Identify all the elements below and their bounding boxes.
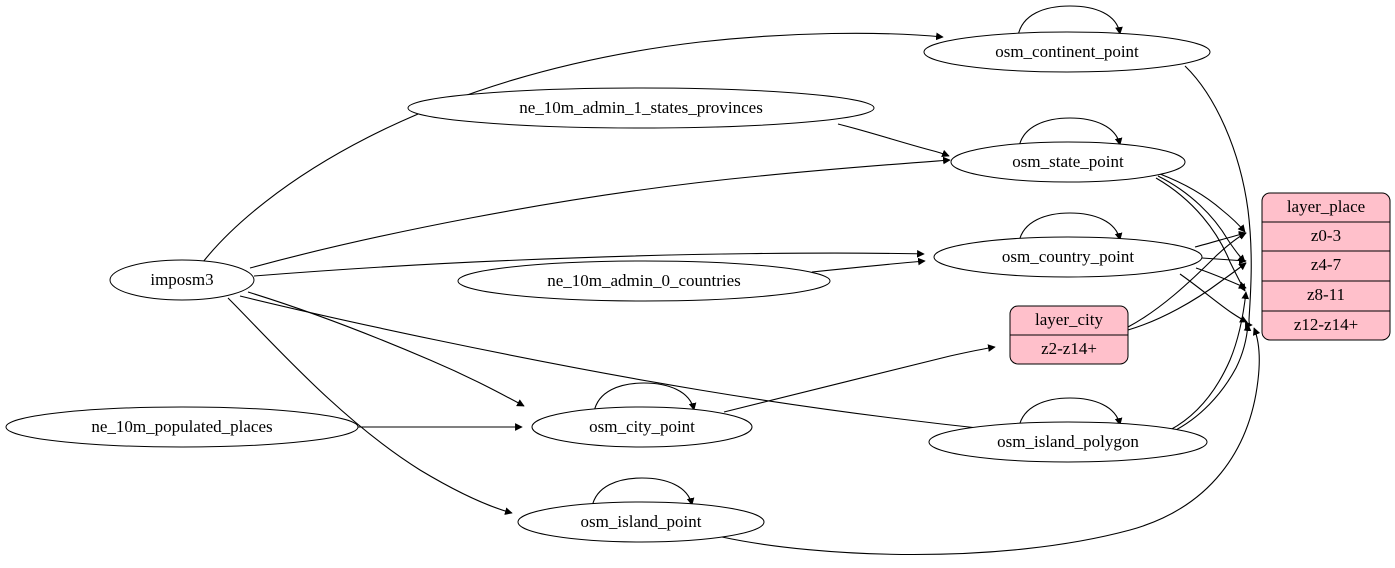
node-label-osm-continent-point: osm_continent_point bbox=[995, 42, 1139, 61]
node-shape-ne-populated[interactable] bbox=[5, 406, 359, 448]
node-shape-imposm3[interactable] bbox=[109, 259, 255, 301]
node-shape-osm-continent-point[interactable] bbox=[923, 31, 1211, 73]
layer-place-row-z8-11[interactable]: z8-11 bbox=[1307, 285, 1345, 304]
edge-osm-country-point-to-layer-place-z12 bbox=[1179, 273, 1248, 323]
node-osm-country-point[interactable]: osm_country_point bbox=[933, 236, 1203, 278]
edge-layer-city-to-layer-place-z0 bbox=[1127, 232, 1247, 328]
node-label-ne-states: ne_10m_admin_1_states_provinces bbox=[519, 98, 763, 117]
layer-city-title: layer_city bbox=[1035, 310, 1103, 329]
node-ne-10m-admin-0-countries[interactable]: ne_10m_admin_0_countries bbox=[457, 260, 831, 302]
edge-imposm3-to-osm-island-polygon bbox=[239, 295, 997, 434]
node-label-osm-island-polygon: osm_island_polygon bbox=[997, 432, 1139, 451]
node-shape-layer-place[interactable] bbox=[1261, 192, 1391, 341]
edge-self-loop-osm-island-polygon bbox=[1018, 397, 1123, 428]
layer-place-row-z12-z14[interactable]: z12-z14+ bbox=[1294, 315, 1358, 334]
node-osm-city-point[interactable]: osm_city_point bbox=[531, 406, 753, 448]
node-imposm3[interactable]: imposm3 bbox=[109, 259, 255, 301]
node-label-osm-city-point: osm_city_point bbox=[589, 417, 695, 436]
node-label-osm-island-point: osm_island_point bbox=[581, 512, 702, 531]
node-osm-island-point[interactable]: osm_island_point bbox=[517, 501, 765, 543]
node-ne-10m-populated-places[interactable]: ne_10m_populated_places bbox=[5, 406, 359, 448]
node-shape-ne-states[interactable] bbox=[407, 87, 875, 129]
node-label-osm-country-point: osm_country_point bbox=[1002, 247, 1134, 266]
edge-osm-country-point-to-layer-place-z4 bbox=[1201, 256, 1247, 265]
edge-imposm3-to-osm-continent-point bbox=[202, 32, 944, 263]
edge-osm-island-polygon-to-layer-place-z8 bbox=[1169, 291, 1250, 431]
node-osm-state-point[interactable]: osm_state_point bbox=[950, 141, 1186, 183]
node-label-imposm3: imposm3 bbox=[150, 270, 213, 289]
edge-osm-state-point-to-layer-place-z0 bbox=[1159, 173, 1246, 233]
node-layer-place[interactable]: layer_place z0-3 z4-7 z8-11 z12-z14+ bbox=[1261, 192, 1391, 341]
edge-imposm3-to-osm-country-point bbox=[253, 249, 925, 277]
layer-place-title: layer_place bbox=[1287, 197, 1365, 216]
edge-ne-states-to-osm-state-point bbox=[837, 123, 950, 158]
edge-self-loop-osm-state-point bbox=[1018, 117, 1123, 148]
edge-ne-countries-to-osm-country-point bbox=[811, 257, 926, 273]
edge-osm-country-point-to-layer-place-z0 bbox=[1194, 230, 1247, 248]
edge-osm-island-point-to-layer-place-z12 bbox=[721, 327, 1261, 556]
edge-imposm3-to-osm-island-point bbox=[227, 297, 513, 515]
node-layer: imposm3 ne_10m_admin_1_states_provinces … bbox=[5, 31, 1391, 543]
node-label-osm-state-point: osm_state_point bbox=[1012, 152, 1124, 171]
node-shape-osm-island-polygon[interactable] bbox=[928, 421, 1208, 463]
edge-self-loop-osm-continent-point bbox=[1017, 5, 1123, 37]
edge-osm-country-point-to-layer-place-z8 bbox=[1195, 267, 1247, 289]
node-shape-osm-city-point[interactable] bbox=[531, 406, 753, 448]
node-shape-osm-country-point[interactable] bbox=[933, 236, 1203, 278]
edge-imposm3-to-osm-city-point bbox=[247, 291, 525, 407]
edge-self-loop-osm-city-point bbox=[593, 382, 697, 413]
node-shape-osm-island-point[interactable] bbox=[517, 501, 765, 543]
layer-place-row-z0-3[interactable]: z0-3 bbox=[1311, 226, 1341, 245]
node-osm-island-polygon[interactable]: osm_island_polygon bbox=[928, 421, 1208, 463]
node-osm-continent-point[interactable]: osm_continent_point bbox=[923, 31, 1211, 73]
edge-osm-island-polygon-to-layer-place-z12 bbox=[1171, 323, 1252, 433]
node-label-ne-populated: ne_10m_populated_places bbox=[91, 417, 272, 436]
edge-self-loop-osm-country-point bbox=[1018, 212, 1123, 243]
edge-self-loop-osm-island-point bbox=[591, 477, 695, 508]
edge-imposm3-to-osm-state-point bbox=[249, 156, 951, 269]
edge-layer-city-to-layer-place-z4 bbox=[1127, 262, 1247, 331]
node-ne-10m-admin-1-states-provinces[interactable]: ne_10m_admin_1_states_provinces bbox=[407, 87, 875, 129]
node-label-ne-countries: ne_10m_admin_0_countries bbox=[547, 271, 741, 290]
node-shape-osm-state-point[interactable] bbox=[950, 141, 1186, 183]
node-shape-ne-countries[interactable] bbox=[457, 260, 831, 302]
node-layer-city[interactable]: layer_city z2-z14+ bbox=[1009, 305, 1129, 365]
layer-place-row-z4-7[interactable]: z4-7 bbox=[1311, 255, 1342, 274]
edge-osm-continent-point-to-layer-place-z12 bbox=[1184, 65, 1253, 329]
edge-layer bbox=[202, 5, 1261, 556]
layer-city-row-z2-z14[interactable]: z2-z14+ bbox=[1041, 339, 1097, 358]
edge-osm-city-point-to-layer-city bbox=[723, 344, 996, 413]
